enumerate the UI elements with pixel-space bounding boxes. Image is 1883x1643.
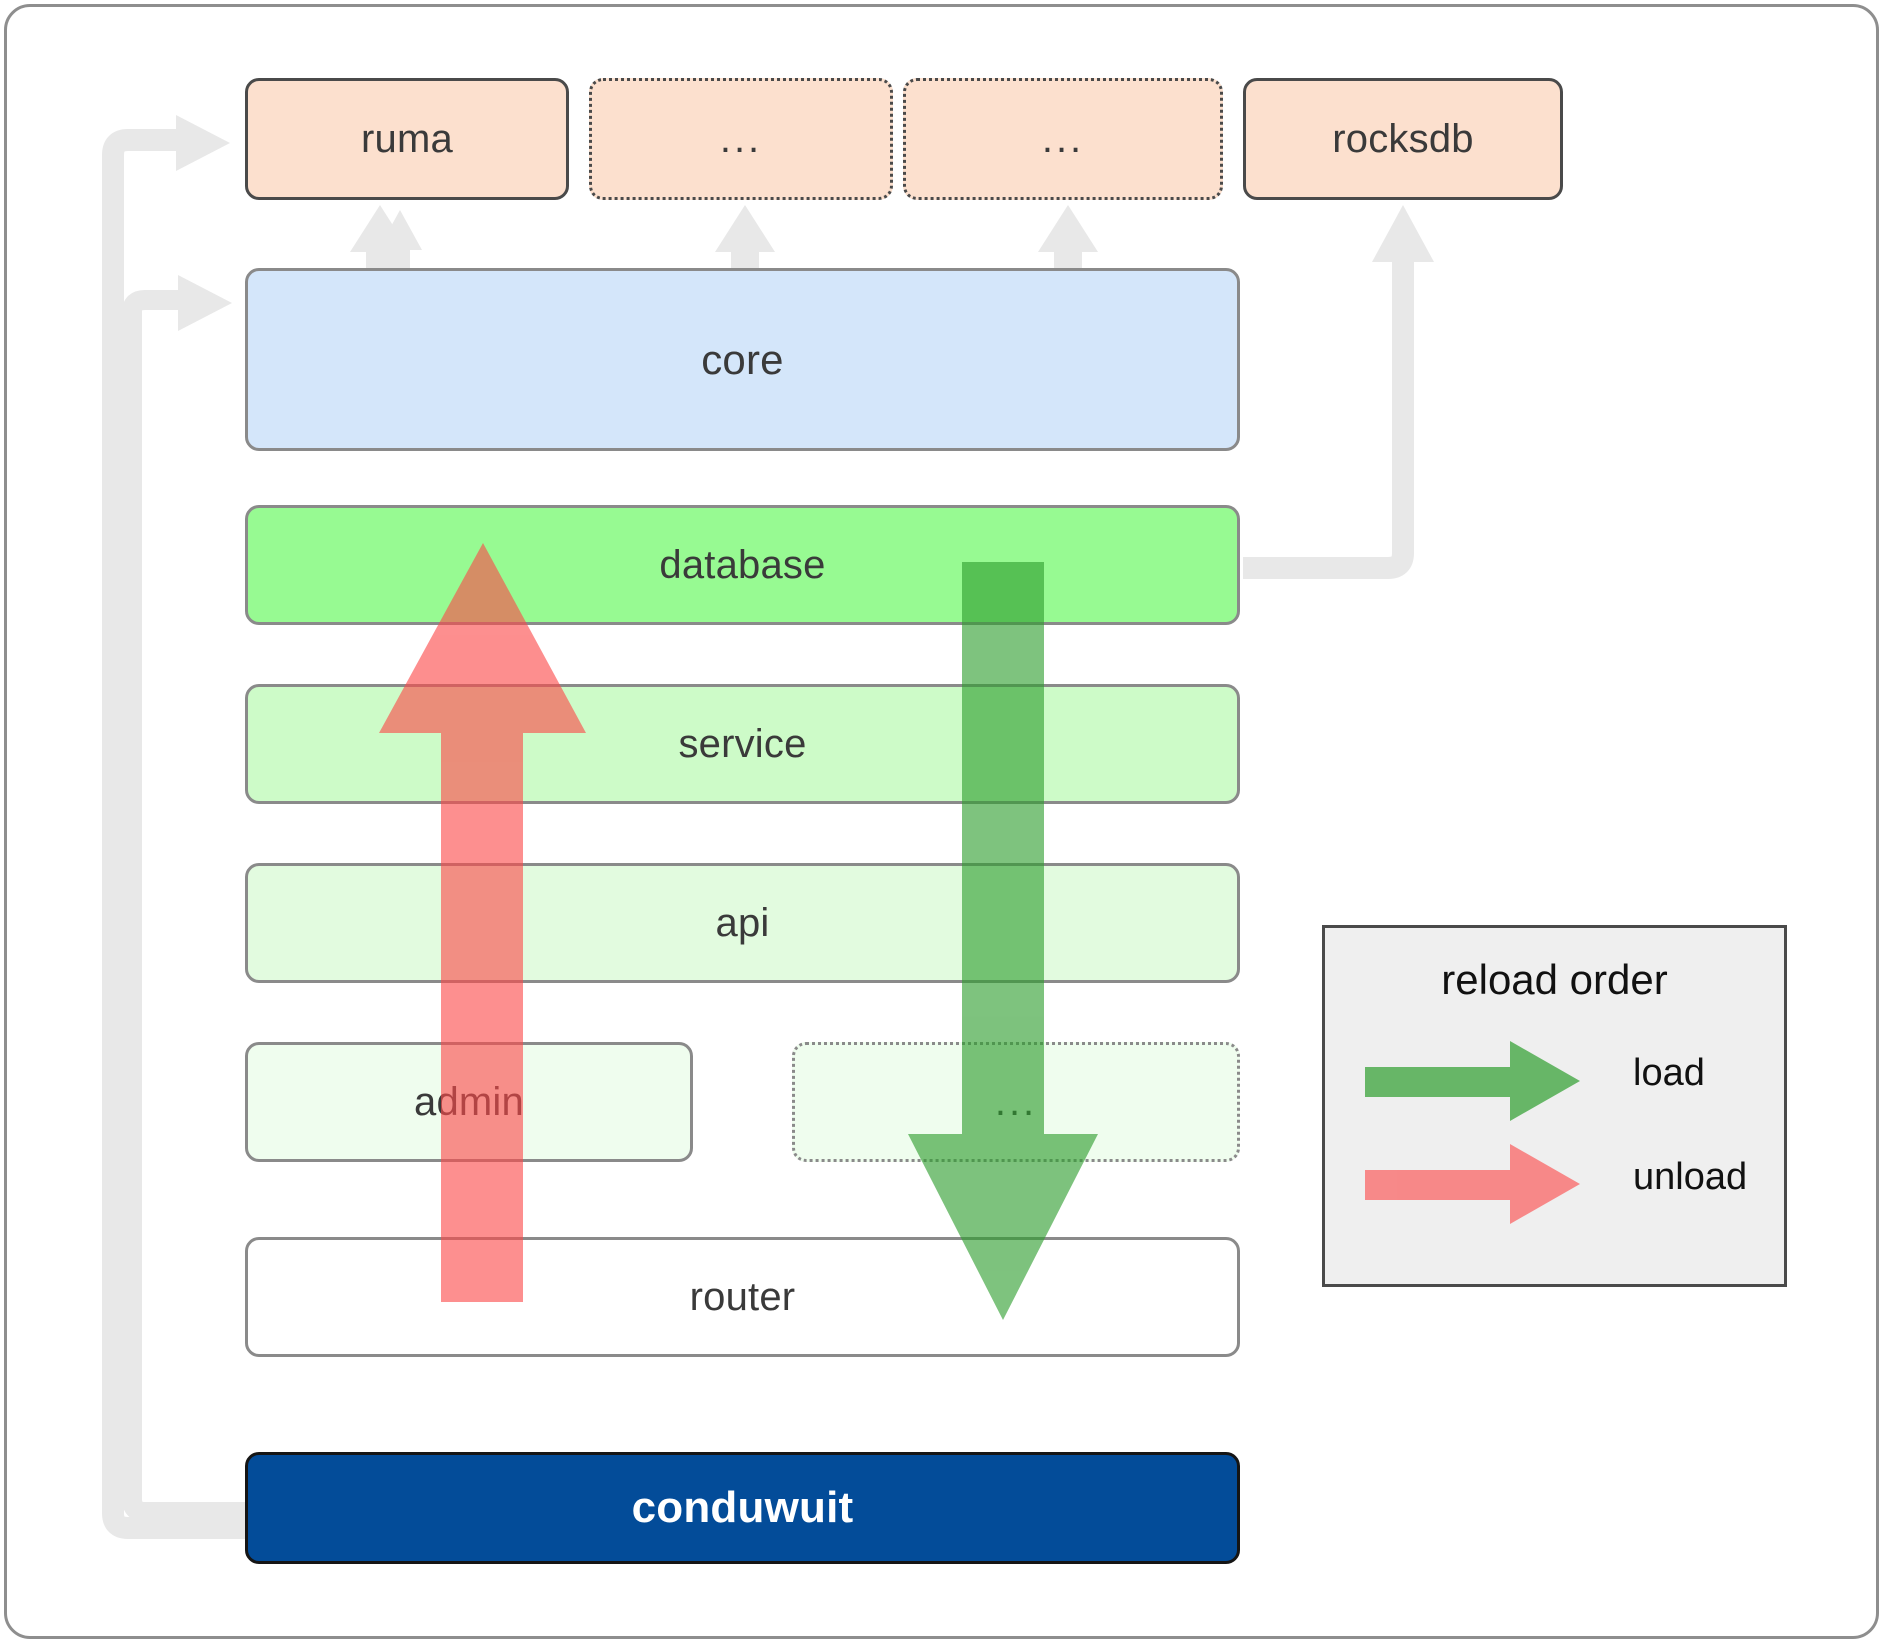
node-stack-ellipsis-label: ... (994, 1080, 1038, 1124)
node-service[interactable]: service (245, 684, 1240, 804)
node-top-ellipsis-1-label: ... (719, 117, 763, 161)
node-service-label: service (678, 721, 807, 766)
node-conduwuit[interactable]: conduwuit (245, 1452, 1240, 1564)
node-top-ellipsis-2[interactable]: ... (903, 78, 1223, 200)
node-router[interactable]: router (245, 1237, 1240, 1357)
node-conduwuit-label: conduwuit (631, 1483, 854, 1532)
node-stack-ellipsis[interactable]: ... (792, 1042, 1240, 1162)
node-top-ellipsis-1[interactable]: ... (589, 78, 893, 200)
node-api-label: api (715, 900, 770, 945)
legend-load-arrow-icon (1365, 1041, 1580, 1121)
legend-unload-arrow-icon (1365, 1144, 1580, 1224)
node-ruma-label: ruma (361, 116, 453, 161)
node-api[interactable]: api (245, 863, 1240, 983)
node-admin[interactable]: admin (245, 1042, 693, 1162)
node-database-label: database (659, 542, 826, 587)
legend-reload-order: reload order load unload (1322, 925, 1787, 1287)
node-rocksdb-label: rocksdb (1332, 116, 1474, 161)
legend-title: reload order (1441, 956, 1668, 1003)
legend-unload-label: unload (1633, 1156, 1748, 1198)
node-core[interactable]: core (245, 268, 1240, 451)
diagram-frame (4, 4, 1879, 1639)
node-rocksdb[interactable]: rocksdb (1243, 78, 1563, 200)
node-router-label: router (689, 1274, 796, 1319)
node-admin-label: admin (414, 1079, 524, 1124)
node-top-ellipsis-2-label: ... (1041, 117, 1085, 161)
legend-load-label: load (1633, 1052, 1705, 1094)
node-core-label: core (701, 335, 784, 383)
node-database[interactable]: database (245, 505, 1240, 625)
node-ruma[interactable]: ruma (245, 78, 569, 200)
